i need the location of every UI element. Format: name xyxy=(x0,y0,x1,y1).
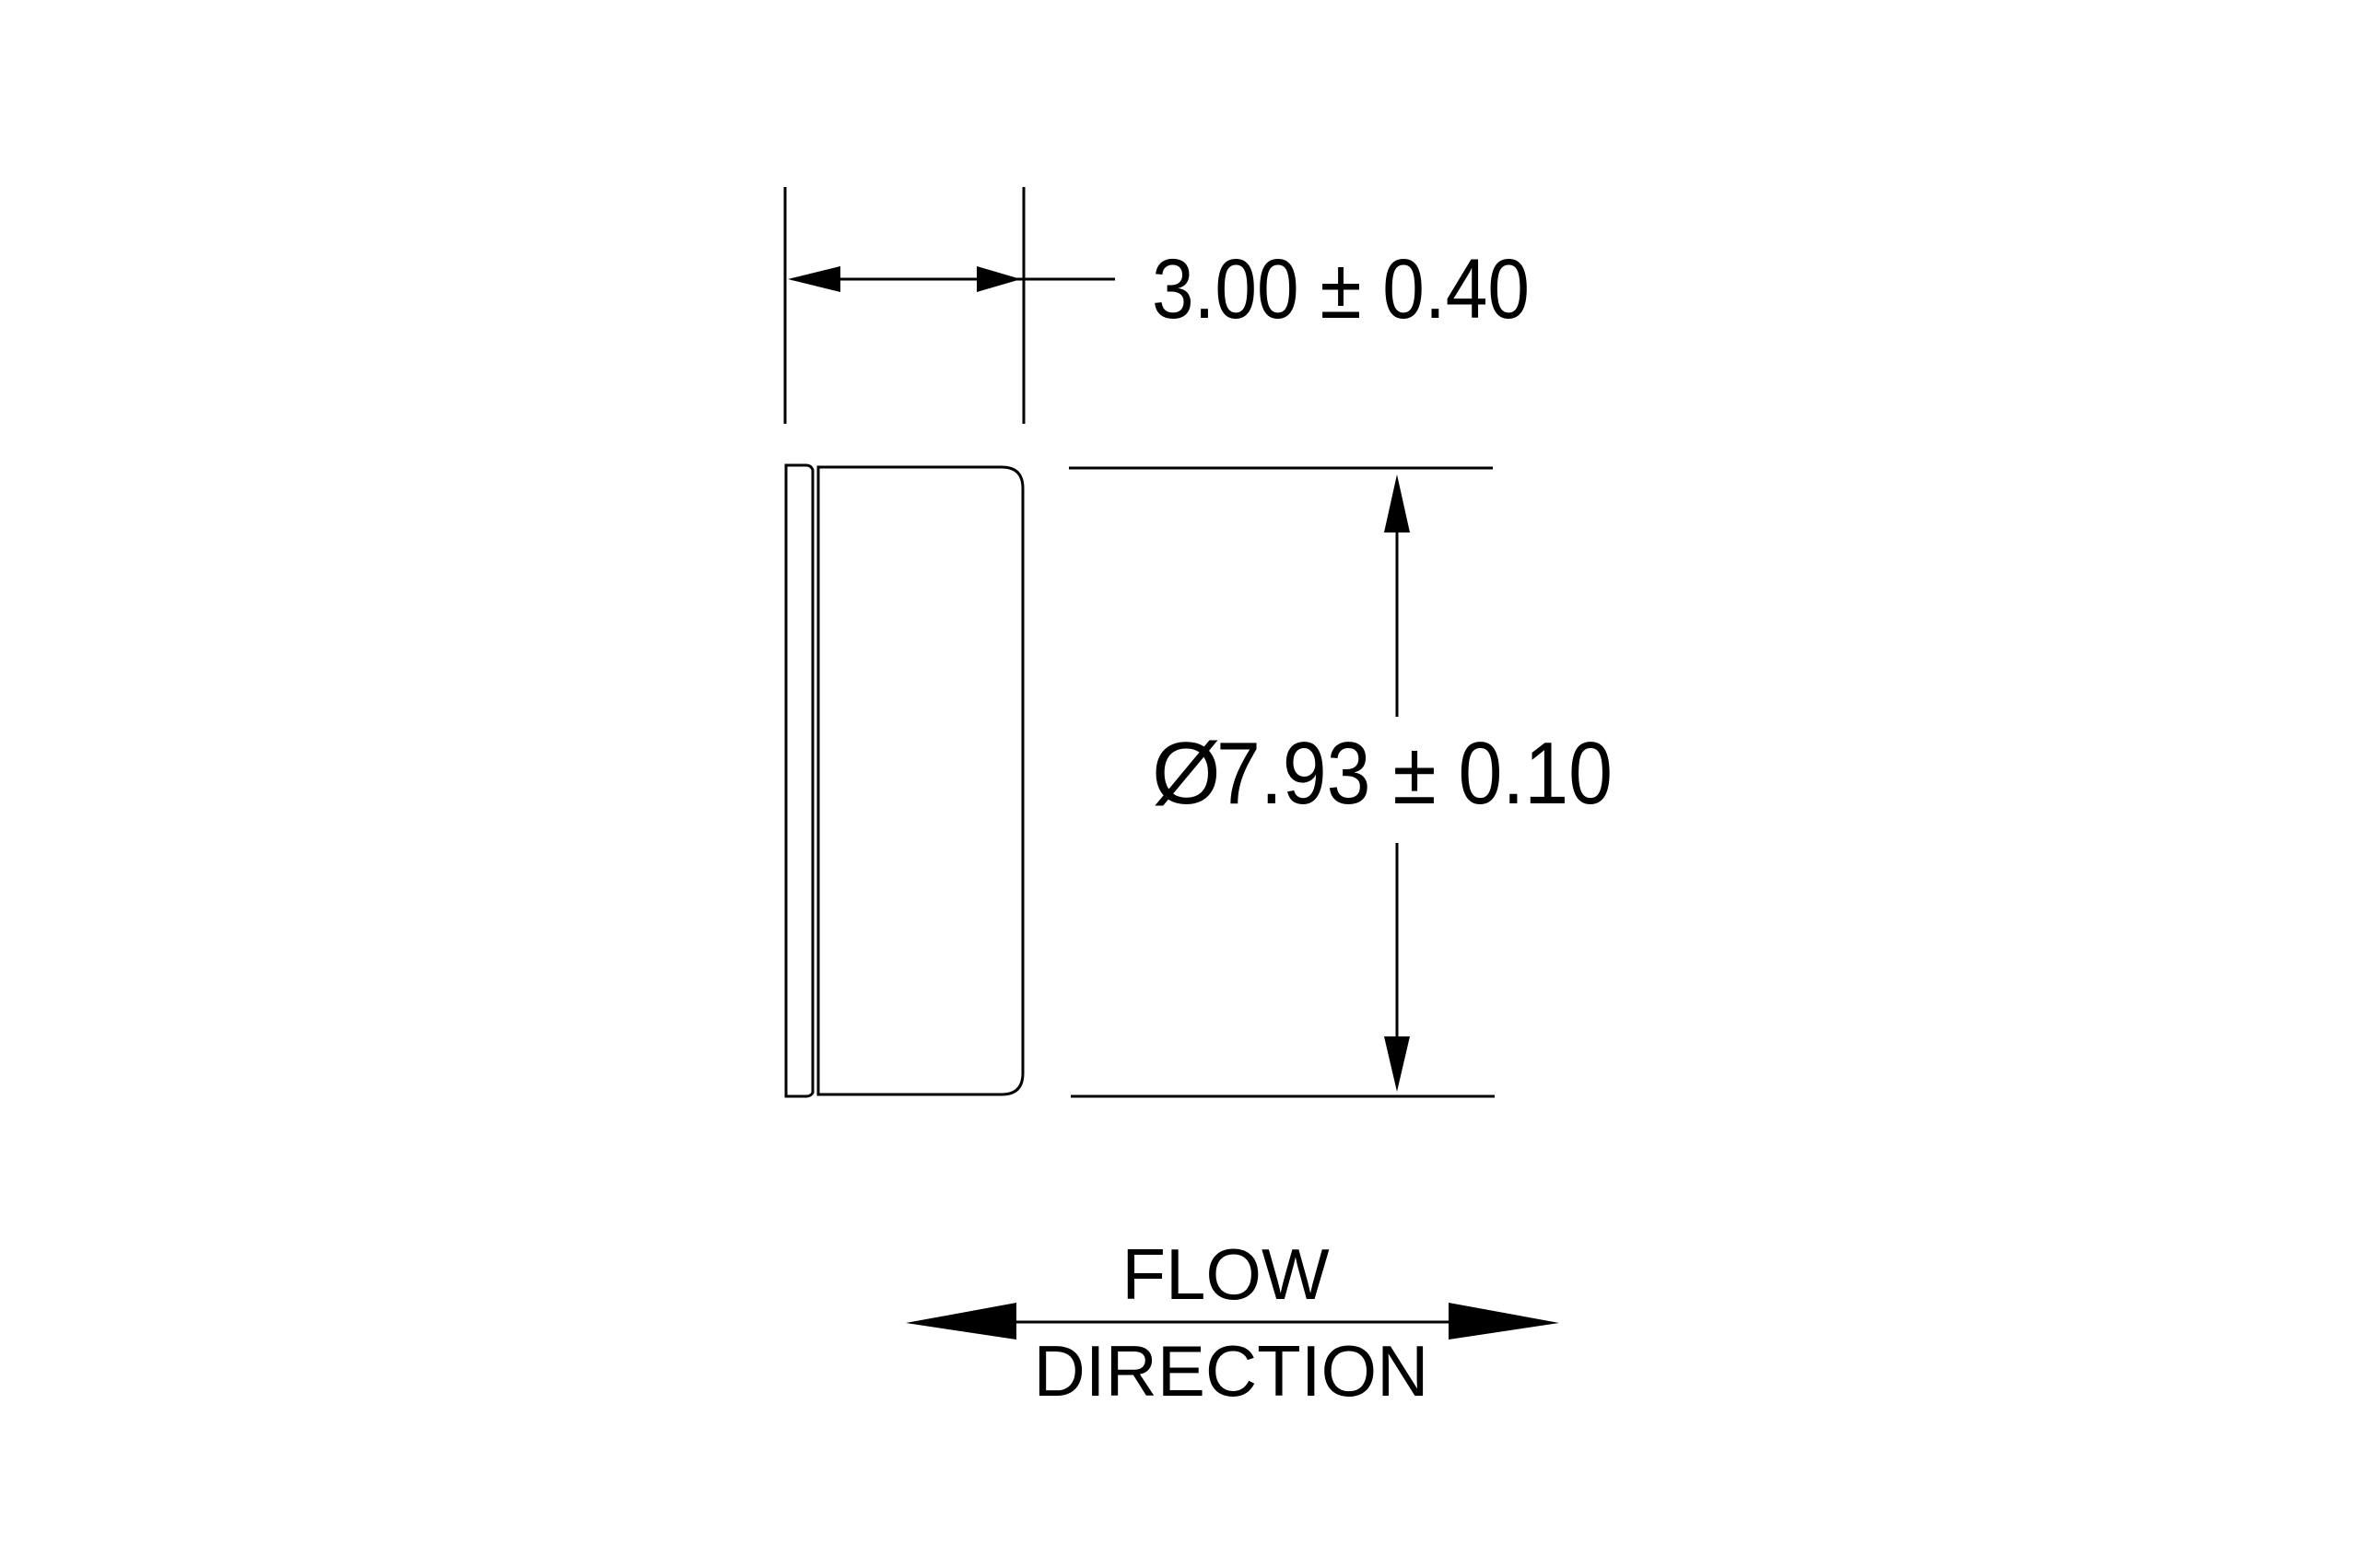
body-outline xyxy=(816,465,1025,1096)
arrow-left-icon xyxy=(788,266,840,292)
length-dimension-label: 3.00 ± 0.40 xyxy=(1152,242,1530,336)
diameter-symbol: Ø xyxy=(1152,724,1221,823)
direction-label: DIRECTION xyxy=(1034,1330,1429,1411)
arrow-up-icon xyxy=(1384,474,1410,532)
diameter-dimension xyxy=(1069,466,1495,1098)
diameter-dimension-label: 7.93 ± 0.10 xyxy=(1216,724,1613,823)
flow-arrow-right-icon xyxy=(1449,1303,1559,1340)
flow-arrow-left-icon xyxy=(906,1303,1016,1340)
flow-label: FLOW xyxy=(1121,1234,1330,1315)
length-dimension xyxy=(783,187,1115,424)
arrow-right-icon xyxy=(977,266,1021,292)
flange-outline xyxy=(784,463,815,1098)
flow-direction-indicator xyxy=(906,1303,1559,1340)
arrow-down-icon xyxy=(1384,1036,1410,1092)
part-outline xyxy=(784,463,1025,1098)
